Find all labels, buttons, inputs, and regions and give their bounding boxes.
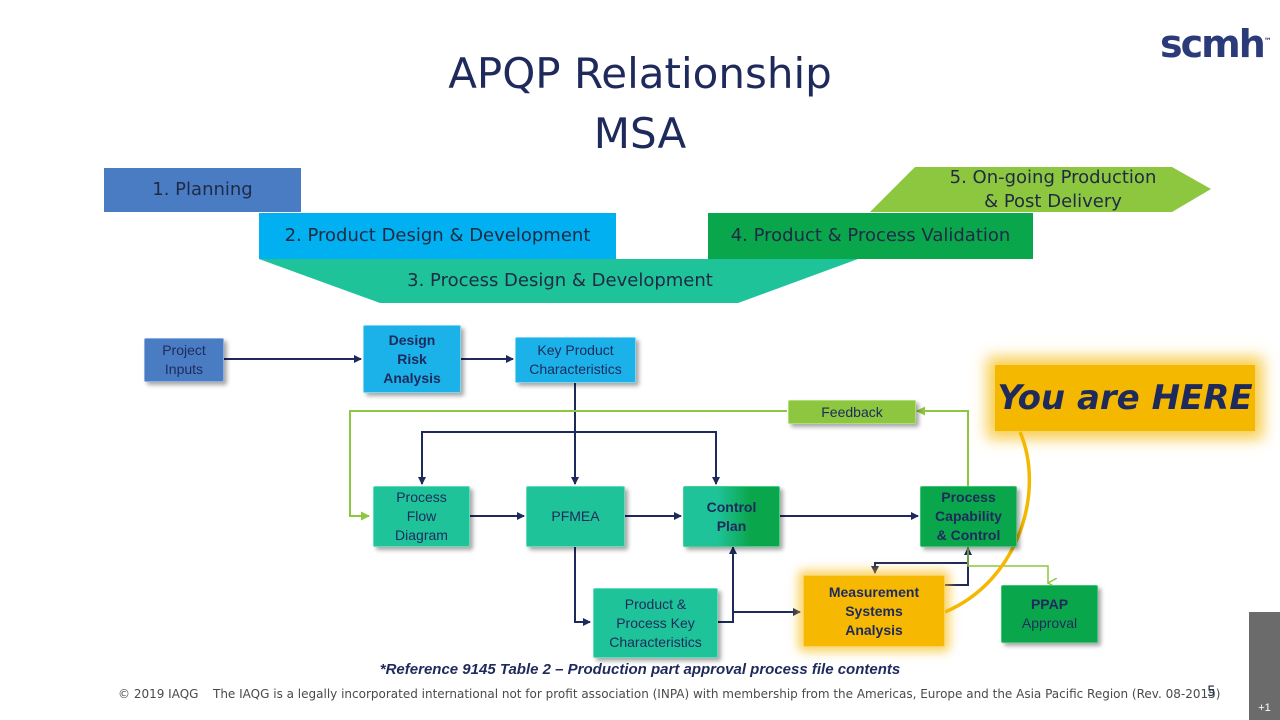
msa-line1: Measurement: [828, 583, 920, 600]
key-product-characteristics-box: Key Product Characteristics: [515, 337, 636, 383]
kpc-line1: Key Product: [537, 342, 614, 358]
logo-trademark: ™: [1263, 36, 1272, 46]
footer-statement: The IAQG is a legally incorporated inter…: [213, 687, 1221, 701]
phase1-shape: [104, 168, 301, 212]
phase-5-line2: & Post Delivery: [984, 191, 1122, 212]
arrow-loop-left: [418, 431, 575, 485]
ppkc-line2: Process Key: [616, 614, 695, 631]
you-are-here-callout: You are HERE: [995, 365, 1255, 431]
process-capability-control-box: Process Capability & Control: [920, 486, 1017, 547]
feedback-line-left: [349, 410, 787, 521]
page-number: 5: [1207, 684, 1216, 700]
phase-2-product-design: 2. Product Design & Development: [284, 225, 591, 246]
phase-5-ongoing: 5. On-going Production & Post Delivery: [900, 166, 1206, 214]
process-flow-diagram-box: Process Flow Diagram: [373, 486, 470, 547]
ppap-line2: Approval: [1021, 615, 1078, 631]
phase-5-line1: 5. On-going Production: [949, 167, 1157, 188]
arrow-pcc-to-ppap: [967, 547, 1048, 583]
dra-line2: Risk: [397, 350, 427, 367]
project-inputs-line2: Inputs: [164, 361, 204, 377]
msa-box: Measurement Systems Analysis: [803, 575, 945, 647]
dra-line1: Design: [388, 331, 436, 348]
pfmea-box: PFMEA: [526, 486, 625, 547]
design-risk-analysis-box: Design Risk Analysis: [363, 325, 461, 393]
feedback-box: Feedback: [788, 400, 916, 424]
phase-3-process-design: 3. Process Design & Development: [407, 270, 713, 291]
feedback-line-up: [916, 406, 969, 486]
arrow-ppkc-to-cp: [718, 546, 737, 623]
phase-4-validation: 4. Product & Process Validation: [730, 225, 1011, 246]
phase3-shape: [259, 259, 858, 303]
phase4-shape: [708, 213, 1033, 259]
ppap-line1: PPAP: [1030, 596, 1069, 612]
cp-line2: Plan: [716, 517, 747, 534]
arrow-loop-right: [575, 431, 720, 485]
logo-text: scmh: [1160, 22, 1266, 66]
pcc-line3: & Control: [936, 527, 1001, 543]
ppkc-line1: Product &: [624, 595, 687, 612]
pfd-line3: Diagram: [395, 527, 448, 543]
ppap-approval-box: PPAP Approval: [1001, 585, 1098, 643]
arrow-pcc-to-msa: [871, 547, 969, 574]
page-title: APQP Relationship: [448, 49, 832, 98]
product-process-key-characteristics-box: Product & Process Key Characteristics: [593, 588, 718, 658]
msa-line2: Systems: [845, 602, 903, 619]
callout-pointer: [944, 431, 1032, 614]
kpc-line2: Characteristics: [529, 361, 622, 377]
pfd-line1: Process: [396, 489, 447, 505]
phase-1-planning: 1. Planning: [152, 179, 253, 200]
control-plan-box: Control Plan: [683, 486, 780, 547]
project-inputs-box: Project Inputs: [144, 338, 224, 382]
phase5-shape: [870, 167, 1211, 212]
msa-line3: Analysis: [845, 621, 903, 638]
cp-line1: Control: [706, 498, 757, 515]
side-tab-button[interactable]: +1: [1249, 612, 1280, 720]
arrow-pfmea-to-ppkc: [574, 546, 591, 626]
scmh-logo: scmh™: [1160, 22, 1272, 66]
dra-line3: Analysis: [383, 369, 441, 386]
arrow-msa-to-pcc: [945, 547, 972, 586]
phase2-shape: [259, 213, 616, 259]
page-subtitle: MSA: [593, 109, 687, 158]
footer-copyright: © 2019 IAQG: [118, 687, 199, 701]
pcc-line2: Capability: [935, 508, 1002, 524]
pcc-line1: Process: [941, 489, 996, 505]
ppkc-line3: Characteristics: [609, 633, 702, 650]
pfd-line2: Flow: [406, 508, 437, 524]
reference-note: *Reference 9145 Table 2 – Production par…: [379, 661, 901, 678]
project-inputs-line1: Project: [162, 342, 206, 358]
